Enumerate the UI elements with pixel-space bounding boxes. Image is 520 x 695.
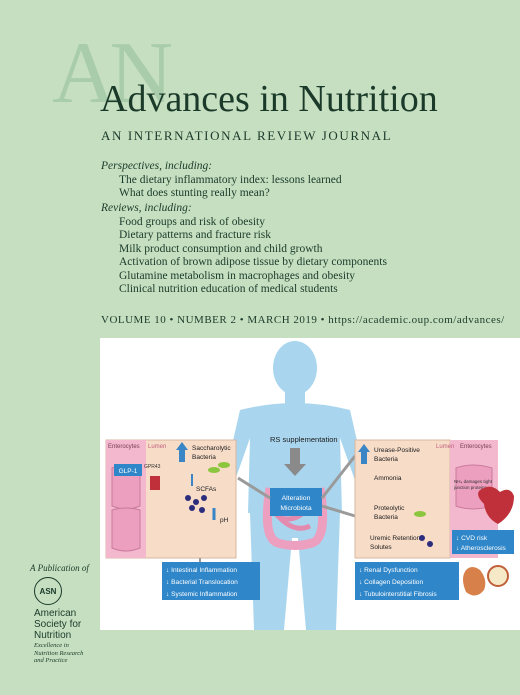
asn-name-line: Nutrition <box>34 630 72 641</box>
microbiota-label: Microbiota <box>280 505 312 512</box>
reviews-item: Clinical nutrition education of medical … <box>119 283 338 295</box>
left-outcome: ↓ Bacterial Translocation <box>166 579 238 586</box>
proteolytic-bacteria-label: Bacteria <box>374 514 398 521</box>
journal-subtitle: AN INTERNATIONAL REVIEW JOURNAL <box>101 128 393 143</box>
reviews-item: Milk product consumption and child growt… <box>119 242 323 255</box>
gpr43-receptor-icon <box>150 476 160 490</box>
proteolytic-label: Proteolytic <box>374 505 405 512</box>
tight-junction-label: junction proteins <box>453 485 488 490</box>
perspectives-item: The dietary inflammatory index: lessons … <box>119 173 342 186</box>
kidney-icon <box>463 567 486 596</box>
asn-name-line: American <box>34 608 77 619</box>
up-arrow-icon <box>358 444 370 464</box>
ph-label: pH <box>220 517 229 524</box>
asn-tagline-line: Nutrition Research <box>34 649 84 657</box>
figure-illustration: RS supplementation Alteration Microbiota… <box>105 341 514 630</box>
asn-seal-text: ASN <box>39 586 57 596</box>
alteration-label: Alteration <box>282 495 311 502</box>
perspectives-heading: Perspectives, including: <box>101 160 213 172</box>
right-outcomes-box <box>355 562 459 600</box>
uremic-solutes-label: Solutes <box>370 544 392 551</box>
left-outcomes-box <box>162 562 260 600</box>
asn-seal-icon: ASN <box>34 577 62 605</box>
reviews-item: Activation of brown adipose tissue by di… <box>119 256 387 268</box>
down-arrow-icon <box>284 448 306 476</box>
bottom-band <box>100 630 520 695</box>
nh4-damage-label: NH₄ damages tight <box>454 479 493 484</box>
left-outcome: ↓ Intestinal Inflammation <box>166 567 237 574</box>
gpr43-label: GPR43 <box>144 464 161 470</box>
heart-icon <box>478 486 514 524</box>
publication-of-label: A Publication of <box>30 563 89 573</box>
bacteria-icon <box>208 467 220 473</box>
right-outcome: ↓ Tubulointerstitial Fibrosis <box>359 591 437 598</box>
connector-lines <box>237 455 357 518</box>
left-enterocytes-label: Enterocytes <box>108 444 140 450</box>
scfas-label: SCFAs <box>196 486 217 493</box>
reviews-section: Reviews, including: Food groups and risk… <box>101 202 387 297</box>
alteration-microbiota-box <box>270 488 322 516</box>
journal-title: Advances in Nutrition <box>100 78 438 120</box>
glp1-box <box>114 464 142 476</box>
saccharolytic-bacteria-label: Bacteria <box>192 454 216 461</box>
perspectives-item: What does stunting really mean? <box>119 187 270 199</box>
journal-logo-letters: AN <box>52 25 173 122</box>
atherosclerosis-label: ↓ Atherosclerosis <box>456 545 507 552</box>
issue-line: VOLUME 10 • NUMBER 2 • MARCH 2019 • http… <box>101 314 505 326</box>
up-arrow-icon <box>176 442 188 462</box>
right-lumen-label: Lumen <box>436 444 454 450</box>
perspectives-section: Perspectives, including: The dietary inf… <box>101 160 342 201</box>
asn-tagline: Excellence in Nutrition Research and Pra… <box>34 642 83 665</box>
saccharolytic-label: Saccharolytic <box>192 445 231 452</box>
left-mechanism-panel: Enterocytes Lumen GLP-1 GPR43 Saccharoly… <box>105 439 260 600</box>
right-outcome: ↓ Collagen Deposition <box>359 579 423 586</box>
left-outcome: ↓ Systemic Inflammation <box>166 591 238 598</box>
reviews-item: Dietary patterns and fracture risk <box>119 229 271 241</box>
asn-tagline-line: and Practice <box>34 657 68 664</box>
cvd-outcomes-box <box>452 530 514 554</box>
asn-name-line: Society for <box>34 619 82 630</box>
urease-label: Urease-Positive <box>374 447 420 454</box>
reviews-heading: Reviews, including: <box>101 202 192 214</box>
reviews-item: Food groups and risk of obesity <box>119 215 265 228</box>
right-mechanism-panel: Lumen Enterocytes Urease-Positive Bacter… <box>354 439 514 600</box>
bacteria-icon <box>218 462 230 468</box>
ammonia-label: Ammonia <box>374 475 402 482</box>
bacteria-icon <box>414 511 426 517</box>
left-lumen-label: Lumen <box>148 444 166 450</box>
vessel-icon <box>487 565 509 587</box>
asn-tagline-line: Excellence in <box>34 642 69 649</box>
right-outcome: ↓ Renal Dysfunction <box>359 567 418 574</box>
uremic-label: Uremic Retention <box>370 535 421 542</box>
right-enterocytes-label: Enterocytes <box>460 444 492 450</box>
asn-name: American Society for Nutrition <box>34 608 81 641</box>
glp1-label: GLP-1 <box>119 468 138 475</box>
cover-figure: RS supplementation Alteration Microbiota… <box>100 338 520 630</box>
reviews-item: Glutamine metabolism in macrophages and … <box>119 269 356 282</box>
rs-supplementation-label: RS supplementation <box>270 435 338 444</box>
cvd-risk-label: ↓ CVD risk <box>456 535 488 542</box>
urease-bacteria-label: Bacteria <box>374 456 398 463</box>
